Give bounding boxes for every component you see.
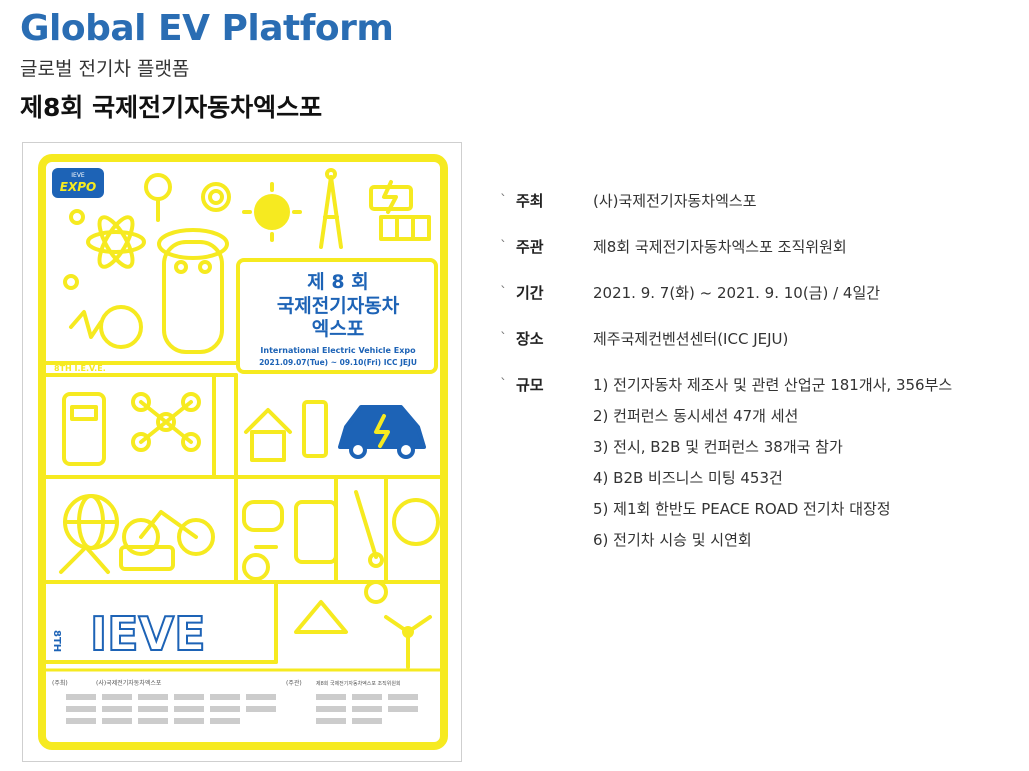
poster-english-title: International Electric Vehicle Expo: [260, 346, 416, 355]
info-value: 제8회 국제전기자동차엑스포 조직위원회: [593, 238, 847, 256]
list-item: 3) 전시, B2B 및 컨퍼런스 38개국 참가: [593, 438, 843, 456]
bullet-icon: ˋ: [500, 331, 507, 347]
bullet-icon: ˋ: [500, 285, 507, 301]
bullet-icon: ˋ: [500, 239, 507, 255]
info-value: 2021. 9. 7(화) ~ 2021. 9. 10(금) / 4일간: [593, 284, 881, 302]
brand-title: Global EV Platform: [20, 8, 394, 49]
list-item: 4) B2B 비즈니스 미팅 453건: [593, 469, 783, 487]
poster-logo-text: EXPO: [60, 180, 96, 194]
scale-list: 1) 전기자동차 제조사 및 관련 산업군 181개사, 356부스 2) 컨퍼…: [593, 374, 952, 560]
list-item: 1) 전기자동차 제조사 및 관련 산업군 181개사, 356부스: [593, 376, 953, 394]
info-row-organizer: ˋ 주관 제8회 국제전기자동차엑스포 조직위원회: [500, 236, 1020, 282]
info-label: 기간: [516, 284, 544, 302]
info-value: 제주국제컨벤션센터(ICC JEJU): [593, 330, 789, 348]
poster-host-label: (주최): [52, 679, 68, 687]
poster-headline-2: 국제전기자동차: [277, 295, 400, 317]
info-value: (사)국제전기자동차엑스포: [593, 192, 757, 210]
poster-edition-label: 8TH I.E.V.E.: [54, 364, 106, 373]
info-row-period: ˋ 기간 2021. 9. 7(화) ~ 2021. 9. 10(금) / 4일…: [500, 282, 1020, 328]
info-row-venue: ˋ 장소 제주국제컨벤션센터(ICC JEJU): [500, 328, 1020, 374]
event-info: ˋ 주최 (사)국제전기자동차엑스포 ˋ 주관 제8회 국제전기자동차엑스포 조…: [500, 190, 1020, 574]
list-item: 2) 컨퍼런스 동시세션 47개 세션: [593, 407, 799, 425]
poster-artwork: EXPO IEVE 제 8 회 국제전기자동차 엑스포 Internationa…: [38, 154, 448, 750]
brand-subtitle: 글로벌 전기차 플랫폼: [20, 58, 190, 80]
bullet-icon: ˋ: [500, 193, 507, 209]
info-label: 주관: [516, 238, 544, 256]
info-label: 주최: [516, 192, 544, 210]
poster-host-name: (사)국제전기자동차엑스포: [96, 679, 162, 687]
sponsor-logos: [66, 694, 418, 724]
poster-big-logo: IEVE: [90, 607, 206, 661]
poster-headline-1: 제 8 회: [307, 271, 368, 293]
poster-dates: 2021.09.07(Tue) ~ 09.10(Fri) ICC JEJU: [259, 358, 417, 367]
list-item: 5) 제1회 한반도 PEACE ROAD 전기차 대장정: [593, 500, 891, 518]
info-label: 장소: [516, 330, 544, 348]
poster-headline-3: 엑스포: [312, 318, 364, 340]
list-item: 6) 전기차 시승 및 시연회: [593, 531, 752, 549]
poster-illustration: EXPO IEVE 제 8 회 국제전기자동차 엑스포 Internationa…: [46, 168, 440, 724]
poster-logo-badge: IEVE: [71, 172, 85, 179]
page-title: 제8회 국제전기자동차엑스포: [20, 93, 323, 122]
bullet-icon: ˋ: [500, 377, 507, 393]
poster-organizer-label: (주관): [286, 679, 302, 687]
poster-organizer-name: 제8회 국제전기자동차엑스포 조직위원회: [316, 680, 401, 687]
poster-big-logo-prefix: 8TH: [51, 630, 62, 652]
info-label: 규모: [516, 376, 544, 394]
info-row-scale: ˋ 규모 1) 전기자동차 제조사 및 관련 산업군 181개사, 356부스 …: [500, 374, 1020, 574]
info-row-host: ˋ 주최 (사)국제전기자동차엑스포: [500, 190, 1020, 236]
poster-image: EXPO IEVE 제 8 회 국제전기자동차 엑스포 Internationa…: [22, 142, 462, 762]
